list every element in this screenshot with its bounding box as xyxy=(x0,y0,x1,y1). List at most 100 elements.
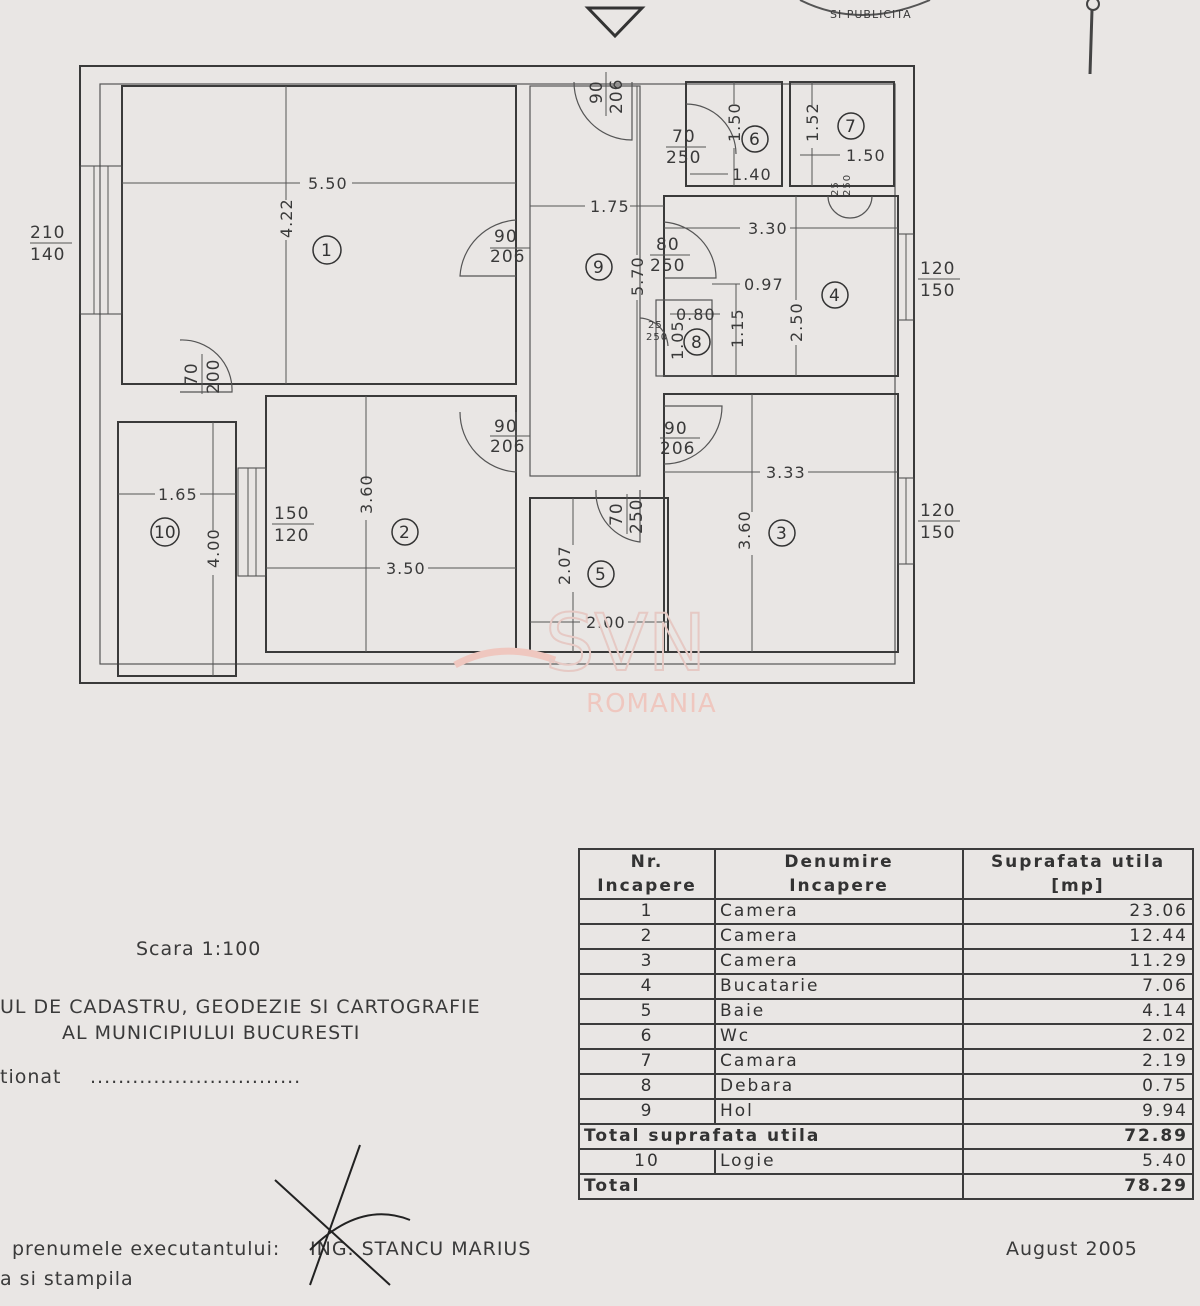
dim-5.50: 5.50 xyxy=(308,174,348,193)
svg-text:70: 70 xyxy=(672,127,696,147)
svg-text:250: 250 xyxy=(666,148,701,168)
door-kitchen xyxy=(663,221,717,279)
north-arrow-icon xyxy=(584,6,646,39)
svg-text:206: 206 xyxy=(490,247,525,267)
room-10-outline xyxy=(117,421,237,677)
svg-text:206: 206 xyxy=(490,437,525,457)
executor-label: prenumele executantului: xyxy=(12,1238,281,1260)
stamp-label: a si stampila xyxy=(0,1268,134,1290)
date-label: August 2005 xyxy=(1006,1238,1138,1260)
dim-0.80: 0.80 xyxy=(676,305,716,324)
window-2-size: 150 120 xyxy=(272,504,314,546)
window-3-size: 120 150 xyxy=(918,501,960,543)
door-wc xyxy=(685,103,737,155)
svg-text:206: 206 xyxy=(660,439,695,459)
door-2-size: 90 206 xyxy=(490,417,530,457)
svn-logo-watermark: SVN ROMANIA xyxy=(453,598,717,719)
floor-plan: SI PUBLICITA xyxy=(30,0,1100,719)
svg-text:210: 210 xyxy=(30,223,65,243)
window-4-size: 120 150 xyxy=(918,259,960,301)
svg-text:8: 8 xyxy=(691,333,702,353)
dim-2.50: 2.50 xyxy=(787,302,806,342)
door-room-8-size: 25 250 xyxy=(646,320,668,343)
room-number-5: 5 xyxy=(587,560,615,588)
svg-text:200: 200 xyxy=(204,359,224,394)
door-1-size: 90 206 xyxy=(490,227,530,267)
dim-5.70: 5.70 xyxy=(628,256,647,296)
svg-text:6: 6 xyxy=(749,130,760,150)
office-line-1: UL DE CADASTRU, GEODEZIE SI CARTOGRAFIE xyxy=(0,996,481,1018)
inner-wall-trace xyxy=(99,83,896,665)
svg-text:70: 70 xyxy=(607,502,627,526)
door-wc-size: 70 250 xyxy=(666,127,706,168)
dim-0.97: 0.97 xyxy=(744,275,784,294)
scale-label: Scara 1:100 xyxy=(136,938,262,960)
window-room-2 xyxy=(237,467,267,577)
dim-2.00: 2.00 xyxy=(586,613,626,632)
room-1-outline xyxy=(121,85,517,385)
room-5-outline xyxy=(529,497,669,653)
dim-3.60-room2: 3.60 xyxy=(357,474,376,514)
svg-text:90: 90 xyxy=(587,80,607,104)
svg-text:150: 150 xyxy=(274,504,309,524)
svg-text:25: 25 xyxy=(830,181,841,196)
dim-1.52: 1.52 xyxy=(803,102,822,142)
door-entry xyxy=(573,81,633,141)
header-nr: Nr.Incapere xyxy=(578,848,716,900)
room-number-7: 7 xyxy=(837,112,865,140)
stamp-text: SI PUBLICITA xyxy=(830,8,912,21)
room-number-1: 1 xyxy=(312,235,342,265)
office-line-2: AL MUNICIPIULUI BUCURESTI xyxy=(62,1022,361,1044)
executor-name: ING. STANCU MARIUS xyxy=(310,1238,532,1260)
door-bath xyxy=(595,489,641,543)
door-3-size: 90 206 xyxy=(660,419,700,459)
svg-text:120: 120 xyxy=(274,526,309,546)
svg-text:250: 250 xyxy=(646,332,668,343)
svg-text:120: 120 xyxy=(920,501,955,521)
svg-text:2: 2 xyxy=(399,523,410,543)
svg-text:80: 80 xyxy=(656,235,680,255)
room-number-10: 10 xyxy=(150,517,180,547)
svg-text:250: 250 xyxy=(627,499,647,534)
svg-text:5: 5 xyxy=(595,565,606,585)
door-room-7-size: 25 250 xyxy=(830,174,853,196)
window-room-1 xyxy=(79,165,123,315)
room-number-9: 9 xyxy=(585,253,613,281)
room-7-outline xyxy=(789,81,895,187)
outer-wall xyxy=(79,65,915,684)
door-room-8 xyxy=(639,317,669,347)
svg-text:90: 90 xyxy=(494,227,518,247)
svg-text:90: 90 xyxy=(664,419,688,439)
door-bath-size: 70 250 xyxy=(607,494,647,534)
window-room-3 xyxy=(897,477,915,565)
svg-text:ROMANIA: ROMANIA xyxy=(586,689,717,719)
stamp-arc xyxy=(799,0,931,16)
dim-1.05: 1.05 xyxy=(668,320,687,360)
room-9-outline xyxy=(529,85,641,477)
room-number-3: 3 xyxy=(768,519,796,547)
svg-text:250: 250 xyxy=(842,174,853,196)
dim-2.07: 2.07 xyxy=(555,545,574,585)
door-room-3 xyxy=(663,405,723,465)
dim-4.22: 4.22 xyxy=(277,198,296,238)
room-number-2: 2 xyxy=(391,518,419,546)
room-number-6: 6 xyxy=(741,125,769,153)
dim-3.60-room3: 3.60 xyxy=(735,510,754,550)
dim-3.30: 3.30 xyxy=(748,219,788,238)
window-1-size: 210 140 xyxy=(30,223,72,265)
room-8-outline xyxy=(655,299,713,377)
signature xyxy=(274,1144,411,1286)
